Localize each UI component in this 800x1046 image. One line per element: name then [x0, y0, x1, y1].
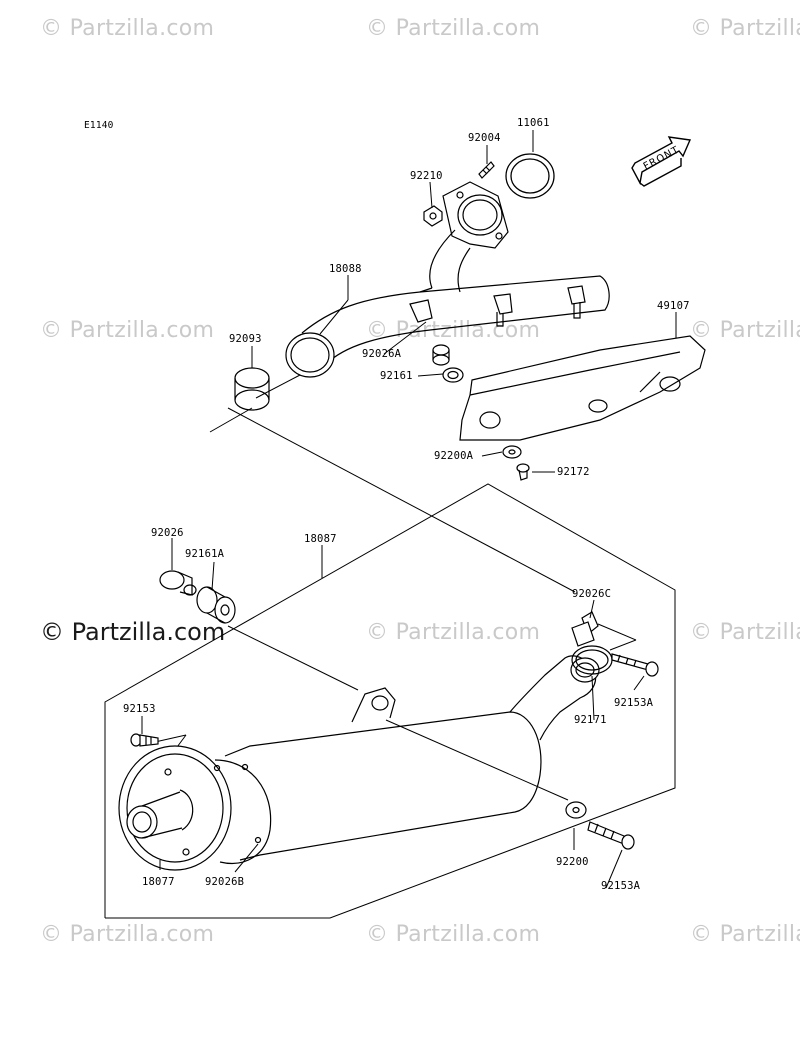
gasket-11061 — [505, 153, 555, 199]
bolt-92153A-bottom — [587, 821, 635, 850]
watermark: © Partzilla.com — [366, 16, 541, 41]
part-label-92026A: 92026A — [362, 348, 402, 360]
muffler-assembly-outline-18087 — [104, 483, 676, 919]
part-label-92026C: 92026C — [572, 588, 612, 600]
washer-92200 — [565, 801, 587, 819]
part-label-92210: 92210 — [410, 170, 443, 182]
part-label-11061: 11061 — [517, 117, 550, 129]
watermark: © Partzilla.com — [690, 922, 800, 947]
part-label-18077: 18077 — [142, 876, 175, 888]
washer-92200A — [502, 445, 522, 459]
watermark: © Partzilla.com — [366, 922, 541, 947]
watermark: © Partzilla.com — [40, 922, 215, 947]
front-arrow-icon — [631, 136, 692, 187]
heat-guard-49107 — [459, 335, 706, 441]
watermark: © Partzilla.com — [40, 16, 215, 41]
part-label-92172: 92172 — [557, 466, 590, 478]
part-label-92153: 92153 — [123, 703, 156, 715]
part-label-92171: 92171 — [574, 714, 607, 726]
watermark-main: © Partzilla.com — [40, 618, 226, 646]
part-label-49107: 49107 — [657, 300, 690, 312]
part-label-92004: 92004 — [468, 132, 501, 144]
collar-92093 — [234, 367, 270, 411]
part-label-18087: 18087 — [304, 533, 337, 545]
muffler-18087 — [118, 655, 600, 871]
part-label-92200: 92200 — [556, 856, 589, 868]
part-label-92026: 92026 — [151, 527, 184, 539]
bushing-92026A — [432, 344, 450, 366]
watermark: © Partzilla.com — [366, 318, 541, 343]
grommet-92161A — [196, 586, 236, 624]
nut-92210 — [423, 205, 443, 227]
watermark: © Partzilla.com — [40, 318, 215, 343]
part-label-92200A: 92200A — [434, 450, 474, 462]
watermark: © Partzilla.com — [690, 16, 800, 41]
nut-92161 — [442, 367, 464, 383]
part-label-92161: 92161 — [380, 370, 413, 382]
stud-92004 — [478, 161, 495, 179]
bolt-92172 — [516, 463, 530, 481]
part-label-92153A-top: 92153A — [614, 697, 654, 709]
watermark: © Partzilla.com — [690, 620, 800, 645]
header-pipe-18088 — [285, 181, 610, 378]
part-label-92093: 92093 — [229, 333, 262, 345]
part-label-18088: 18088 — [329, 263, 362, 275]
bolt-92153A-top — [611, 653, 659, 677]
reference-lines — [154, 374, 637, 801]
leader-lines — [141, 130, 677, 889]
part-label-92026B: 92026B — [205, 876, 245, 888]
clamp-92026C — [571, 611, 599, 647]
diagram-code: E1140 — [84, 120, 114, 131]
part-label-92153A-bottom: 92153A — [601, 880, 641, 892]
watermark: © Partzilla.com — [366, 620, 541, 645]
watermark: © Partzilla.com — [690, 318, 800, 343]
bushing-92026 — [159, 570, 197, 596]
bolt-92153 — [130, 733, 159, 747]
part-label-92161A: 92161A — [185, 548, 225, 560]
